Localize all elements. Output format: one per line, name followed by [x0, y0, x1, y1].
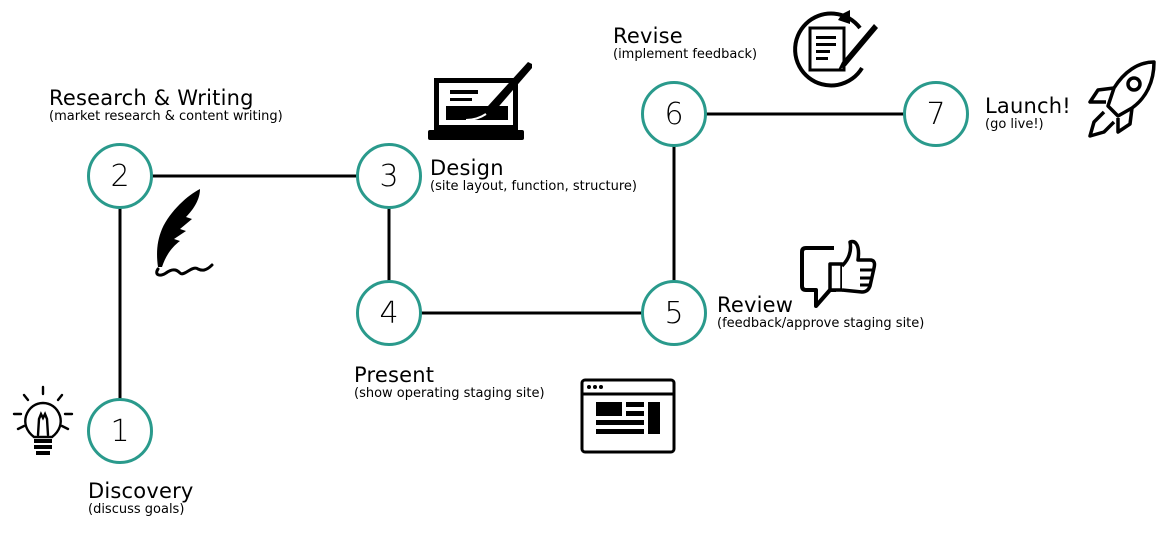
step-3-node: 3: [356, 143, 422, 209]
lightbulb-icon: [12, 385, 74, 455]
step-subtitle: (market research & content writing): [49, 109, 283, 124]
quill-pen-icon: [155, 189, 214, 277]
step-subtitle: (show operating staging site): [354, 386, 545, 401]
browser-window-icon: [580, 378, 676, 454]
step-1-node: 1: [87, 398, 153, 464]
step-number: 5: [664, 295, 684, 331]
step-title: Design: [430, 156, 504, 180]
step-title: Discovery: [88, 479, 194, 503]
step-7-label: Launch! (go live!): [985, 94, 1071, 132]
rocket-icon: [1088, 60, 1156, 138]
step-6-label: Revise (implement feedback): [613, 24, 758, 62]
edit-refresh-icon: [793, 10, 878, 88]
step-number: 7: [926, 96, 946, 132]
step-title: Revise: [613, 24, 683, 48]
step-4-label: Present (show operating staging site): [354, 363, 545, 401]
step-6-node: 6: [641, 81, 707, 147]
step-4-node: 4: [356, 280, 422, 346]
step-subtitle: (discuss goals): [88, 502, 185, 517]
step-subtitle: (feedback/approve staging site): [717, 316, 925, 331]
step-subtitle: (implement feedback): [613, 47, 758, 62]
step-5-label: Review (feedback/approve staging site): [717, 293, 925, 331]
step-2-label: Research & Writing (market research & co…: [49, 86, 283, 124]
step-title: Present: [354, 363, 435, 387]
step-subtitle: (site layout, function, structure): [430, 179, 637, 194]
step-3-label: Design (site layout, function, structure…: [430, 156, 637, 194]
thumbs-up-bubble-icon: [800, 239, 877, 308]
step-title: Review: [717, 293, 794, 317]
step-7-node: 7: [903, 81, 969, 147]
step-number: 4: [379, 295, 399, 331]
step-5-node: 5: [641, 280, 707, 346]
step-2-node: 2: [87, 143, 153, 209]
step-title: Research & Writing: [49, 86, 254, 110]
laptop-design-icon: [428, 62, 532, 140]
step-1-label: Discovery (discuss goals): [88, 479, 194, 517]
step-number: 2: [110, 158, 130, 194]
step-subtitle: (go live!): [985, 117, 1044, 132]
step-number: 3: [379, 158, 399, 194]
step-title: Launch!: [985, 94, 1071, 118]
step-number: 6: [664, 96, 684, 132]
step-number: 1: [110, 413, 130, 449]
